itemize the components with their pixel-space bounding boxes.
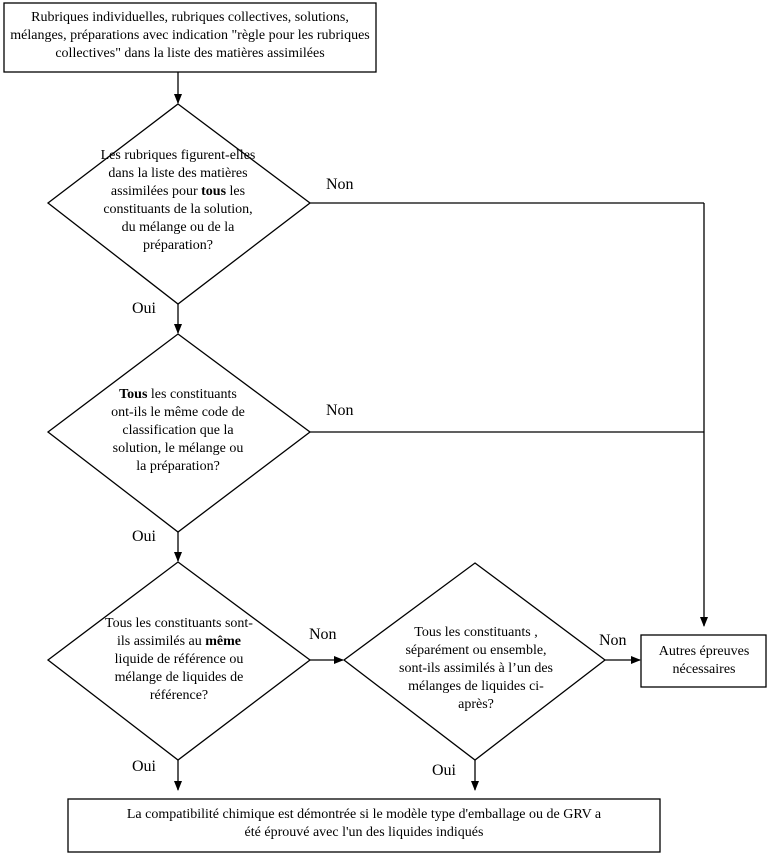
other-tests-box-frame <box>640 634 767 688</box>
label-non-d4: Non <box>599 632 627 649</box>
start-box-frame <box>3 2 377 73</box>
decision3-text: Tous les constituants sont-ils assimilés… <box>105 616 253 703</box>
result-box-frame <box>67 798 661 853</box>
label-oui-d4: Oui <box>432 762 456 779</box>
other-tests-box-text: Autres épreuves nécessaires <box>658 644 750 677</box>
decision2-emphasis: Tous <box>119 387 148 402</box>
result-box-text: La compatibilité chimique est démontrée … <box>126 807 602 840</box>
decision3-emphasis: même <box>205 634 242 649</box>
label-oui-d2: Oui <box>132 528 156 545</box>
label-oui-d3: Oui <box>132 758 156 775</box>
label-non-d1: Non <box>326 176 354 193</box>
label-oui-d1: Oui <box>132 300 156 317</box>
decision1-emphasis: tous <box>201 184 227 199</box>
decision2-text: Tous les constituants ont-ils le même co… <box>111 387 245 474</box>
decision1-text: Les rubriques figurent-elles dans la lis… <box>100 148 256 253</box>
label-non-d2: Non <box>326 402 354 419</box>
start-box-text: Rubriques individuelles, rubriques colle… <box>10 10 370 61</box>
decision4-text: Tous les constituants , séparément ou en… <box>399 625 553 712</box>
label-non-d3: Non <box>309 626 337 643</box>
